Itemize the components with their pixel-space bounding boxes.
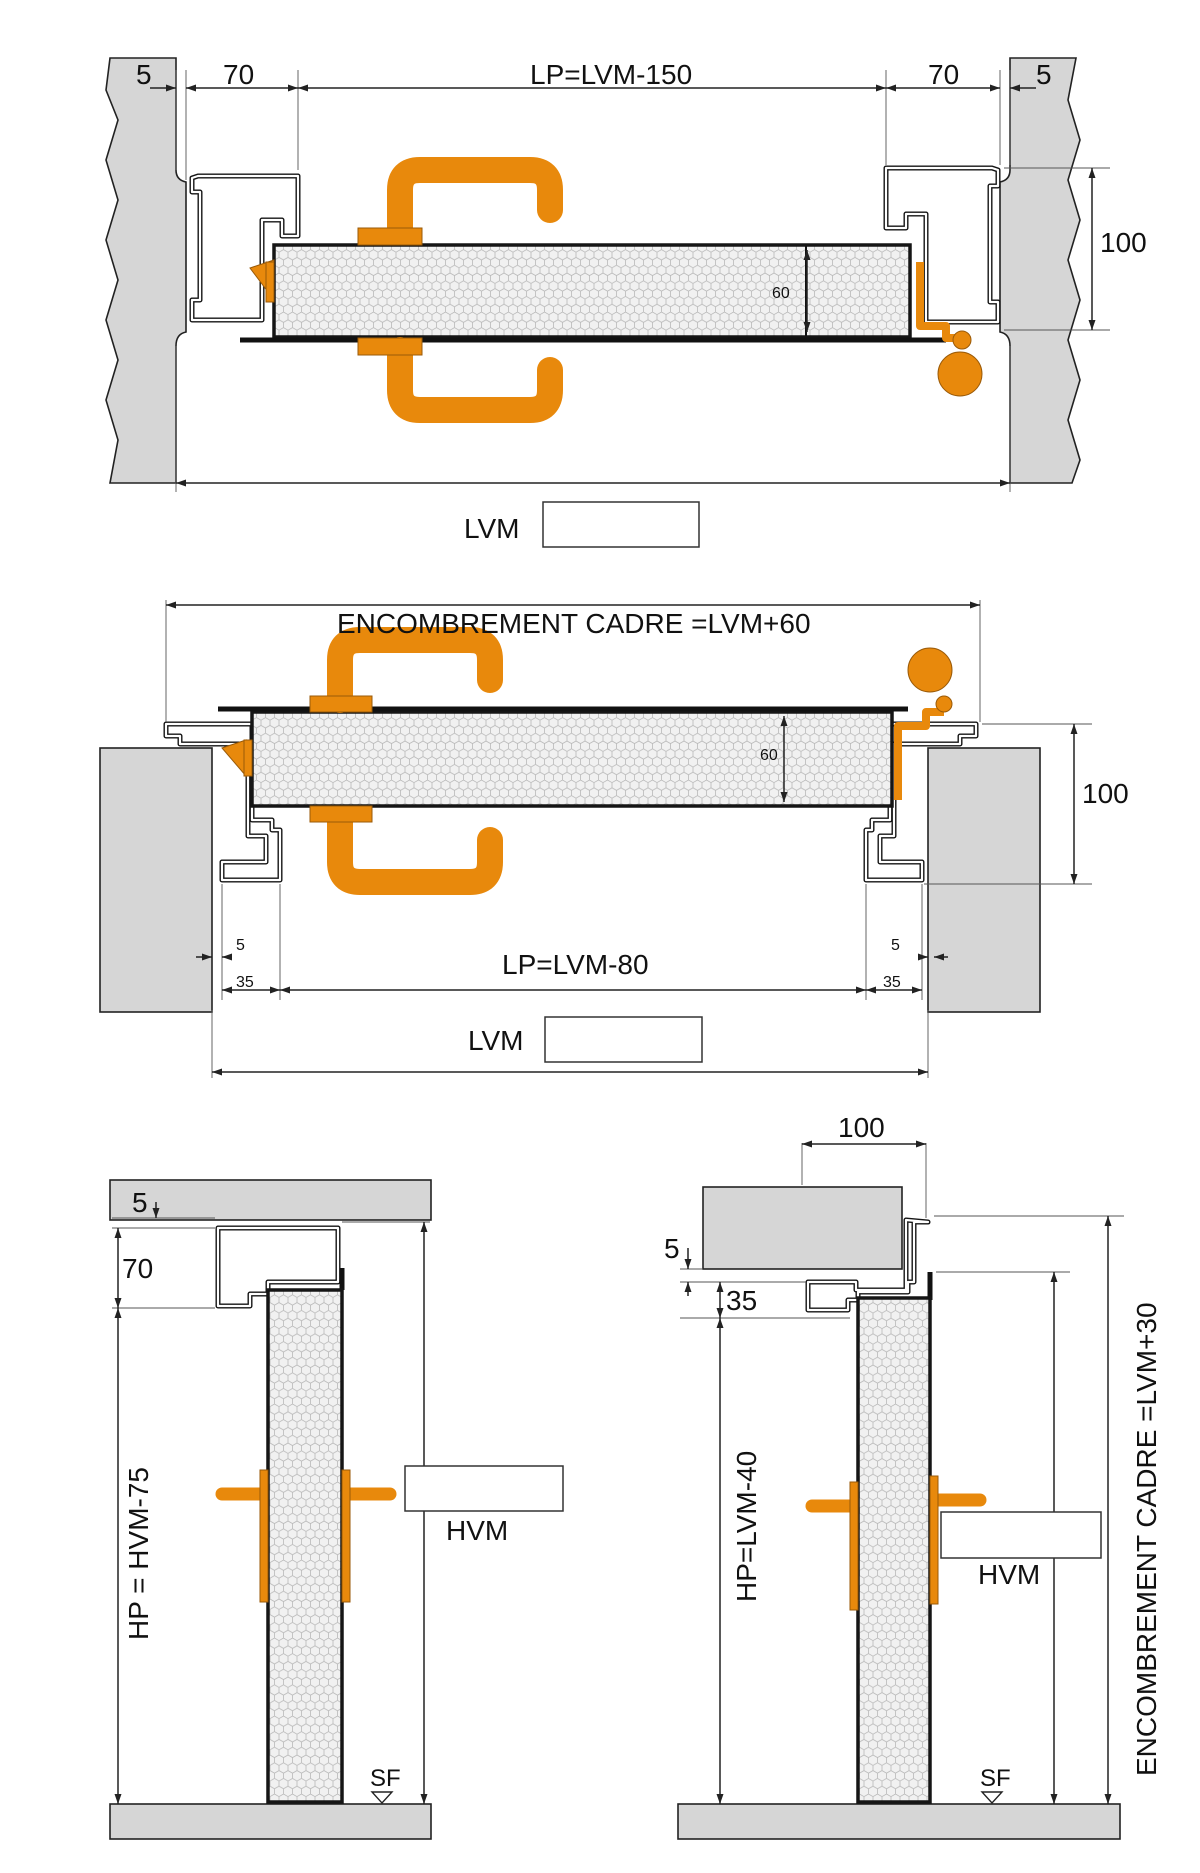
middle-leaf-thickness-label: 60 (760, 747, 778, 764)
middle-right-wall (927, 747, 1041, 1013)
right-section-frame-dim: 35 (726, 1285, 757, 1316)
middle-lock-plate (243, 739, 253, 777)
left-section-height-dim: HP = HVM-75 (123, 1467, 154, 1640)
right-section-floor-symbol (980, 1791, 1004, 1805)
left-section-rose-inner (259, 1469, 269, 1603)
top-lvm-input-box[interactable] (542, 501, 700, 548)
left-section-floor (109, 1803, 432, 1840)
top-handle-upper (387, 157, 563, 243)
middle-left-wall (99, 747, 213, 1013)
top-right-wall-dim: 5 (1036, 59, 1052, 90)
right-section-door-leaf (856, 1296, 932, 1804)
right-section-rose-outer (929, 1475, 939, 1605)
middle-right-frame-dim: 35 (883, 974, 901, 991)
top-lvm-label: LVM (464, 513, 520, 544)
top-depth-dim: 100 (1100, 227, 1147, 258)
right-section-floor-label: SF (980, 1765, 1011, 1792)
middle-overall-frame-dim: ENCOMBREMENT CADRE =LVM+60 (337, 608, 811, 639)
middle-passage-dim: LP=LVM-80 (502, 949, 649, 980)
right-vertical-section: 100 5 35 HP=LVM-40 ENCOMBREMENT CADRE =L… (664, 1112, 1162, 1840)
top-right-frame-dim: 70 (928, 59, 959, 90)
middle-right-gap-dim: 5 (891, 937, 900, 954)
top-left-frame-dim: 70 (223, 59, 254, 90)
middle-handle-upper (327, 627, 503, 713)
top-rose-lower (357, 337, 423, 356)
middle-hinge-knuckle (907, 647, 953, 693)
right-section-depth-dim: 100 (838, 1112, 885, 1143)
right-section-overall-frame-dim: ENCOMBREMENT CADRE =LVM+30 (1131, 1302, 1162, 1776)
middle-left-frame-dim: 35 (236, 974, 254, 991)
right-section-rose-inner (849, 1481, 859, 1611)
top-plan-view: 60 5 70 LP=LVM-150 70 5 (105, 57, 1147, 548)
top-handle-lower (387, 337, 563, 423)
right-section-height-dim: HP=LVM-40 (731, 1451, 762, 1602)
right-section-hvm-input-box[interactable] (940, 1511, 1102, 1559)
middle-plan-view: 60 ENCOMBREMENT CADRE =LVM+ (99, 600, 1129, 1078)
middle-handle-lower (327, 807, 503, 895)
left-section-floor-symbol (370, 1791, 394, 1805)
left-section-door-leaf (266, 1288, 344, 1804)
middle-depth-dim: 100 (1082, 778, 1129, 809)
middle-left-gap-dim: 5 (236, 937, 245, 954)
right-section-hvm-label: HVM (978, 1559, 1040, 1590)
middle-door-leaf (250, 710, 894, 808)
middle-rose-upper (309, 695, 373, 713)
top-hinge-arm (916, 262, 962, 342)
right-section-wall (702, 1186, 903, 1270)
top-left-wall (105, 57, 187, 484)
left-section-hvm-input-box[interactable] (404, 1465, 564, 1512)
middle-lvm-input-box[interactable] (544, 1016, 703, 1063)
top-leaf-thickness-label: 60 (772, 285, 790, 302)
top-hinge-knuckle (937, 351, 983, 397)
top-right-wall (999, 57, 1081, 484)
middle-rose-lower (309, 805, 373, 823)
left-section-hvm-label: HVM (446, 1515, 508, 1546)
top-hinge-pin (952, 330, 972, 350)
right-section-gap-dim: 5 (664, 1233, 680, 1264)
top-left-wall-dim: 5 (136, 59, 152, 90)
left-section-lintel (109, 1179, 432, 1221)
top-passage-dim: LP=LVM-150 (530, 59, 692, 90)
right-section-floor (677, 1803, 1121, 1840)
middle-hinge-pin (935, 695, 953, 713)
left-section-frame-dim: 70 (122, 1253, 153, 1284)
left-section-rose-outer (341, 1469, 351, 1603)
middle-lvm-label: LVM (468, 1025, 524, 1056)
left-section-gap-dim: 5 (132, 1187, 148, 1218)
top-door-leaf (272, 243, 912, 339)
top-rose-upper (357, 227, 423, 246)
left-vertical-section: 5 70 HP = HVM-75 HVM SF (109, 1179, 564, 1840)
middle-hinge-arm (894, 708, 944, 800)
left-section-floor-label: SF (370, 1765, 401, 1792)
top-lock-plate (265, 261, 275, 303)
